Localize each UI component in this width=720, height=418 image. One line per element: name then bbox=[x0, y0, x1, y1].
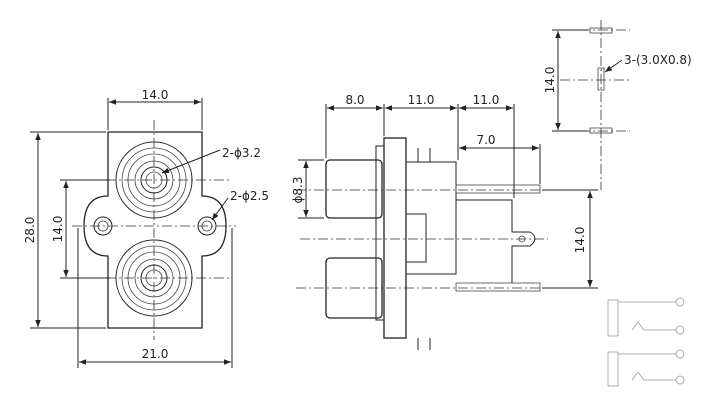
side-diameter-label: ϕ8.3 bbox=[291, 177, 305, 204]
side-pin-length-label: 7.0 bbox=[476, 133, 495, 147]
panel-flange bbox=[383, 137, 407, 339]
pin-detail: 14.0 3-(3.0X0.8) bbox=[543, 20, 692, 190]
ground-tab bbox=[456, 199, 536, 283]
upper-plug bbox=[325, 159, 383, 219]
side-depth-2-label: 11.0 bbox=[408, 93, 435, 107]
front-height-label: 28.0 bbox=[23, 217, 37, 244]
upper-pin bbox=[455, 184, 541, 194]
side-view: 8.0 11.0 11.0 7.0 ϕ8.3 14.0 bbox=[291, 93, 598, 350]
pin-middle bbox=[597, 67, 605, 91]
front-width-top-label: 14.0 bbox=[142, 88, 169, 102]
side-depth-1-label: 8.0 bbox=[345, 93, 364, 107]
lower-pin bbox=[455, 282, 541, 292]
pin-pitch-label: 14.0 bbox=[543, 67, 557, 94]
side-pitch-label: 14.0 bbox=[573, 227, 587, 254]
pin-size-label: 3-(3.0X0.8) bbox=[624, 53, 692, 67]
hole-large-label: 2-ϕ3.2 bbox=[222, 146, 261, 160]
hole-small-label: 2-ϕ2.5 bbox=[230, 189, 269, 203]
schematic-symbol bbox=[607, 297, 685, 387]
front-width-bottom-label: 21.0 bbox=[142, 347, 169, 361]
front-view: 14.0 28.0 14.0 21.0 2-ϕ3.2 2-ϕ2.5 bbox=[23, 88, 269, 368]
rear-housing bbox=[405, 161, 457, 275]
side-depth-3-label: 11.0 bbox=[473, 93, 500, 107]
front-pitch-label: 14.0 bbox=[51, 216, 65, 243]
